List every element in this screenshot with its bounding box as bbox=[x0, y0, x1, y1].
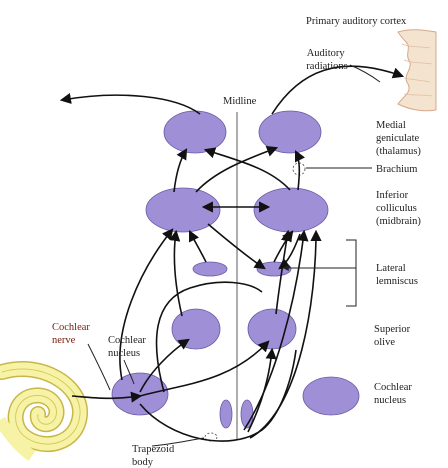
label-auditory-radiations: Auditory radiations bbox=[306, 48, 347, 72]
superior-olive-left bbox=[171, 308, 221, 350]
primary-auditory-cortex bbox=[397, 29, 437, 112]
lateral-lemniscus-bracket bbox=[346, 239, 357, 307]
trapezoid-body-left bbox=[219, 399, 233, 429]
label-cochlear-nerve: Cochlear nerve bbox=[52, 322, 93, 346]
left-auditory-radiation bbox=[59, 92, 201, 115]
label-lateral-lemniscus: Lateral lemniscus bbox=[376, 263, 418, 287]
right-lemniscus-to-colliculus bbox=[273, 230, 294, 263]
left-colliculus-to-right-geniculate bbox=[195, 145, 279, 193]
label-primary-auditory-cortex: Primary auditory cortex bbox=[306, 16, 407, 27]
cochlear-nucleus-leader bbox=[123, 359, 135, 385]
label-inferior-colliculus: Inferior colliculus (midbrain) bbox=[376, 190, 421, 227]
bottom-to-right-olive bbox=[247, 347, 277, 433]
label-midline: Midline bbox=[223, 96, 257, 107]
trapezoid-marker bbox=[204, 432, 218, 442]
left-colliculus-to-right-lemniscus bbox=[207, 223, 266, 270]
right-colliculus-to-right-geniculate bbox=[294, 149, 306, 191]
cochlear-nerve-leader bbox=[87, 343, 111, 391]
lateral-lemniscus-nucleus-left bbox=[192, 261, 228, 277]
trapezoid-to-right-colliculus bbox=[243, 229, 309, 431]
left-lemniscus-to-colliculus bbox=[188, 229, 207, 263]
cochlear-nerve-path bbox=[71, 391, 143, 403]
label-cochlear-nucleus-right: Cochlear nucleus bbox=[374, 382, 415, 406]
right-colliculus-to-left-geniculate bbox=[203, 147, 291, 191]
cochlear-nucleus-up-left bbox=[119, 228, 174, 381]
right-auditory-radiation bbox=[271, 65, 405, 115]
label-cochlear-nucleus-left: Cochlear nucleus bbox=[108, 335, 149, 359]
cochlear-nucleus-left bbox=[111, 372, 169, 416]
left-olive-to-left-colliculus bbox=[169, 229, 183, 317]
trapezoid-leader bbox=[151, 437, 205, 447]
lateral-lemniscus-nucleus-right bbox=[256, 261, 292, 277]
cochlea bbox=[0, 361, 88, 461]
medial-geniculate-right bbox=[258, 110, 322, 154]
label-superior-olive: Superior olive bbox=[374, 324, 413, 348]
left-colliculus-to-left-geniculate bbox=[173, 148, 188, 193]
label-brachium: Brachium bbox=[376, 164, 417, 175]
label-medial-geniculate: Medial geniculate (thalamus) bbox=[376, 120, 422, 157]
right-colliculus-to-right-lemniscus bbox=[278, 233, 301, 270]
auditory-radiations-leader bbox=[349, 64, 381, 83]
cochlear-nucleus-right bbox=[302, 376, 360, 416]
medial-geniculate-left bbox=[163, 110, 227, 154]
label-trapezoid-body: Trapezoid body bbox=[132, 444, 177, 468]
lower-arc-left bbox=[155, 281, 263, 393]
bottom-to-right-colliculus-outer bbox=[249, 229, 322, 439]
cochlear-nucleus-to-left-olive bbox=[139, 338, 190, 393]
inferior-colliculus-right bbox=[253, 187, 329, 233]
cochlear-nucleus-to-right-olive bbox=[139, 340, 270, 397]
